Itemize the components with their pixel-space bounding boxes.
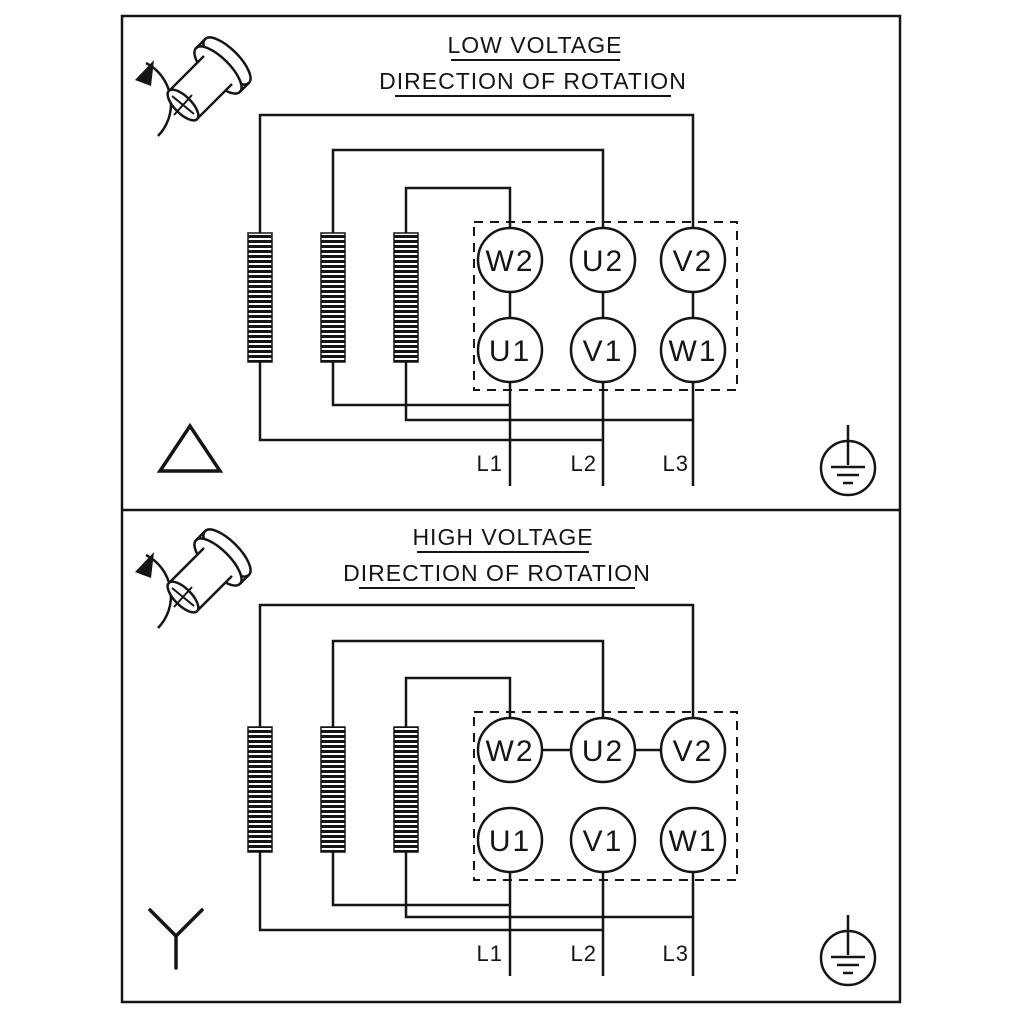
terminal-label: W1 [669,825,718,858]
wire [331,852,510,907]
wire [404,186,512,233]
wire [331,148,605,233]
winding-bottom-wires [258,852,693,932]
terminal-label: V1 [583,335,624,368]
line-label-L1: L1 [477,941,503,966]
terminal-U1 [476,806,544,874]
winding-top-wires [258,603,695,727]
star-connection-icon [148,908,204,970]
terminal-U1 [476,316,544,384]
terminal-label: V2 [673,245,714,278]
terminal-label: U2 [582,245,624,278]
terminal-W1 [659,316,727,384]
panel-title: HIGH VOLTAGE [412,524,593,550]
motor-windings [247,232,419,363]
winding-coil [247,726,273,853]
winding-coil [247,232,273,363]
terminal-block-outline [473,221,738,391]
supply-line-labels: L1 L2 L3 [477,941,689,966]
terminal-V1 [569,316,637,384]
panel-low-voltage: LOW VOLTAGE DIRECTION OF ROTATION [133,29,877,497]
protective-earth-icon [819,913,877,987]
wire [331,362,510,407]
winding-bottom-wires [258,362,693,442]
terminal-label: V1 [583,825,624,858]
terminal-block: W2 U2 V2 U1 V1 W1 [473,221,738,391]
supply-leads [508,872,695,976]
panel-subtitle: DIRECTION OF ROTATION [343,560,651,586]
wire [404,362,693,422]
terminal-label: V2 [673,735,714,768]
winding-coil [393,726,419,853]
terminal-U2 [569,716,637,784]
terminal-label: U2 [582,735,624,768]
wire [258,852,603,932]
wire [258,113,695,233]
wire [258,603,695,727]
terminal-label: U1 [489,335,531,368]
wire [404,676,512,727]
line-label-L3: L3 [663,451,689,476]
terminal-block: W2 U2 V2 U1 V1 W1 [473,711,738,881]
line-label-L3: L3 [663,941,689,966]
terminal-label: W1 [669,335,718,368]
winding-coil [320,232,346,363]
delta-jumpers [508,292,695,318]
terminal-U2 [569,226,637,294]
winding-coil [393,232,419,363]
terminal-label: U1 [489,825,531,858]
winding-coil [320,726,346,853]
wire [331,639,605,727]
panel-subtitle: DIRECTION OF ROTATION [379,68,687,94]
star-leg [148,908,178,938]
supply-leads [508,382,695,486]
terminal-W2 [476,716,544,784]
panel-high-voltage: HIGH VOLTAGE DIRECTION OF ROTATION [133,521,877,987]
terminal-V2 [659,226,727,294]
terminal-W2 [476,226,544,294]
terminal-V2 [659,716,727,784]
terminal-block-outline [473,711,738,881]
panel-title: LOW VOLTAGE [447,32,622,58]
wire [404,852,693,919]
wire [258,362,603,442]
terminal-label: W2 [486,735,535,768]
motor-shaft-rotation-icon [133,521,259,630]
line-label-L2: L2 [571,941,597,966]
winding-top-wires [258,113,695,233]
line-label-L1: L1 [477,451,503,476]
motor-shaft-rotation-icon [133,29,259,138]
terminal-label: W2 [486,245,535,278]
terminal-W1 [659,806,727,874]
motor-windings [247,726,419,853]
line-label-L2: L2 [571,451,597,476]
terminal-V1 [569,806,637,874]
supply-line-labels: L1 L2 L3 [477,451,689,476]
star-leg [174,908,204,938]
delta-connection-icon [156,422,224,473]
protective-earth-icon [819,423,877,497]
